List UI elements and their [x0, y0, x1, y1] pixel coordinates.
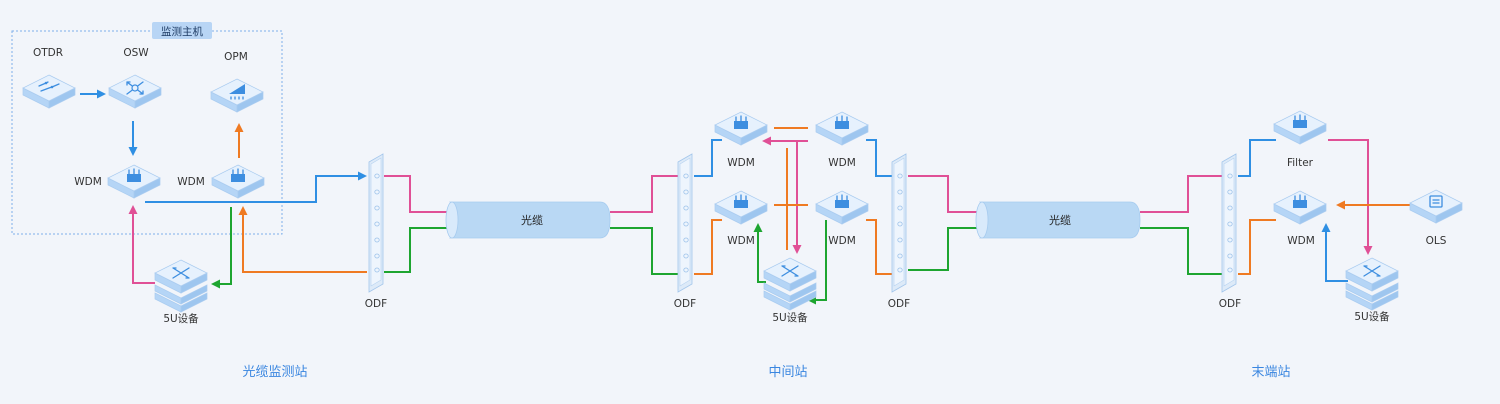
opm-label: OPM [224, 51, 248, 63]
mid-wdm-bl-device[interactable] [714, 190, 768, 225]
wdm2-label: WDM [177, 176, 205, 188]
arrow-filter-u5end [1363, 246, 1373, 255]
odf4-label: ODF [1219, 298, 1241, 310]
mid-wdm-tr-device[interactable] [815, 111, 869, 146]
opm-device[interactable] [210, 78, 264, 113]
u5-end-label: 5U设备 [1354, 310, 1390, 323]
odf2-label: ODF [674, 298, 696, 310]
osw-device[interactable] [108, 74, 162, 109]
stacked-server-icon [172, 267, 190, 279]
otdr-icon [38, 81, 60, 92]
link-odf2-wdmtl [694, 139, 722, 177]
odf3-label: ODF [888, 298, 910, 310]
power-meter-icon [229, 84, 245, 100]
link-cable2-odf4-pink [1140, 175, 1222, 213]
wdm-icon [734, 194, 748, 208]
arrow-u5mid-wdmbl [753, 223, 763, 232]
arrow-otdr-osw [97, 89, 106, 99]
link-odf1-cable1-pink [384, 175, 450, 213]
link-wdm1-odf1 [145, 175, 358, 203]
monitoring-host-box [11, 30, 283, 235]
ols-label: OLS [1426, 235, 1447, 247]
arrow-u5end-endwdm [1321, 223, 1331, 232]
wdm-icon [231, 168, 245, 182]
filter-label: Filter [1287, 157, 1314, 169]
arrow-osw-wdm1 [128, 147, 138, 156]
filter-device[interactable] [1273, 110, 1327, 145]
link-odf3-cable2-pink [908, 175, 984, 213]
wdm1-device[interactable] [107, 164, 161, 199]
link-odf3-cable2-green [908, 227, 984, 271]
link-u5end-endwdm [1325, 232, 1348, 282]
mid-wdm-tl-label: WDM [727, 157, 755, 169]
stacked-server-icon [781, 265, 799, 277]
station-middle-label: 中间站 [768, 365, 807, 380]
link-wdmbr-u5mid [816, 220, 827, 301]
wdm-icon [127, 168, 141, 182]
link-u5left-wdm1 [132, 214, 155, 284]
arrow-ols-endwdm [1336, 200, 1345, 210]
u5-mid-label: 5U设备 [772, 311, 808, 324]
link-wdmbr-odf3 [866, 219, 892, 275]
link-odf1-cable1-green [384, 227, 450, 273]
station-right-label: 末端站 [1251, 365, 1290, 380]
end-wdm-device[interactable] [1273, 190, 1327, 225]
arrow-wdmtr-wdmtl [762, 136, 771, 146]
arrow-odf1-wdm2 [238, 206, 248, 215]
link-odf1-wdm2 [242, 215, 367, 273]
link-cable1-odf2-pink [610, 175, 678, 213]
odf1-device[interactable] [368, 153, 384, 293]
arrow-wdm2-u5left [211, 279, 220, 289]
end-wdm-label: WDM [1287, 235, 1315, 247]
cable1-label: 光缆 [521, 213, 543, 227]
arrow-wdm2-opm [234, 123, 244, 132]
switch-icon [126, 81, 144, 95]
u5-left-label: 5U设备 [163, 312, 199, 325]
link-odf2-wdmbl [694, 219, 722, 275]
arrow-wdm1-odf1 [358, 171, 367, 181]
osw-label: OSW [123, 47, 149, 59]
odf2-device[interactable] [677, 153, 693, 293]
odf1-label: ODF [365, 298, 387, 310]
link-cable2-odf4-green [1140, 227, 1222, 275]
stacked-server-icon [1363, 265, 1381, 277]
cable2-label: 光缆 [1049, 213, 1071, 227]
wdm-icon [835, 194, 849, 208]
link-filter-u5end [1328, 139, 1369, 246]
link-odf4-filter [1238, 139, 1276, 177]
ols-device[interactable] [1409, 189, 1463, 224]
odf3-device[interactable] [891, 153, 907, 293]
mid-wdm-tl-device[interactable] [714, 111, 768, 146]
filter-icon [1293, 114, 1307, 128]
monitoring-host-tag [152, 22, 212, 39]
ols-icon [1429, 195, 1443, 208]
wdm2-device[interactable] [211, 164, 265, 199]
mid-wdm-tr-label: WDM [828, 157, 856, 169]
station-left-label: 光缆监测站 [242, 364, 307, 380]
u5-left-device[interactable] [154, 259, 208, 313]
u5-mid-device[interactable] [763, 257, 817, 311]
monitoring-host-label: 监测主机 [161, 25, 203, 38]
wdm-icon [734, 115, 748, 129]
u5-end-device[interactable] [1345, 257, 1399, 311]
link-u5mid-wdmbl [757, 232, 766, 283]
odf4-device[interactable] [1221, 153, 1237, 293]
link-wdmtr-odf3 [866, 139, 892, 177]
otdr-device[interactable] [22, 74, 76, 109]
otdr-label: OTDR [33, 47, 63, 59]
link-wdm2-u5left [220, 207, 232, 285]
mid-wdm-br-label: WDM [828, 235, 856, 247]
arrow-wdmtr-u5mid [792, 245, 802, 254]
arrow-u5left-wdm1 [128, 205, 138, 214]
wdm-icon [835, 115, 849, 129]
mid-wdm-br-device[interactable] [815, 190, 869, 225]
link-odf4-endwdm [1238, 219, 1276, 275]
link-cable1-odf2-green [610, 227, 678, 275]
wdm1-label: WDM [74, 176, 102, 188]
wdm-icon [1293, 194, 1307, 208]
mid-wdm-bl-label: WDM [727, 235, 755, 247]
